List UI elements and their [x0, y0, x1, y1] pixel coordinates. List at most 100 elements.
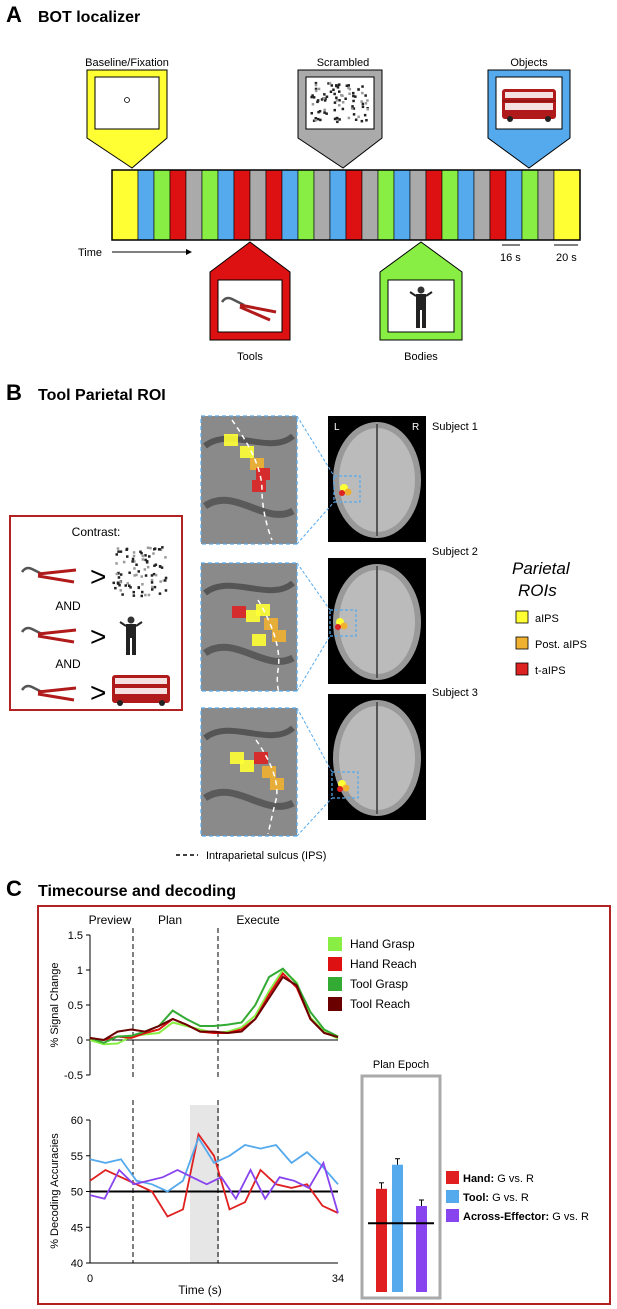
scramble-dot — [129, 586, 132, 589]
scale-20-label: 20 s — [556, 252, 577, 264]
decoding-ytick-label: 55 — [71, 1151, 83, 1163]
scramble-dot — [154, 563, 158, 566]
scramble-dot — [347, 116, 351, 120]
scramble-dot — [312, 96, 316, 99]
scramble-dot — [333, 101, 337, 104]
scramble-dot — [311, 94, 314, 97]
scramble-dot — [164, 576, 168, 580]
block-bodies — [441, 169, 459, 241]
scrambled-image-row1 — [112, 546, 168, 598]
scramble-dot — [121, 593, 124, 596]
scramble-dot — [361, 85, 364, 88]
panel-a-title: BOT localizer — [38, 9, 140, 26]
scramble-dot — [160, 566, 164, 569]
panel-a-letter: A — [6, 2, 22, 27]
gt-symbol-1: > — [90, 561, 106, 592]
slice-roi — [340, 622, 348, 630]
scramble-dot — [336, 86, 340, 89]
scramble-dot — [319, 118, 322, 122]
scramble-dot — [159, 580, 162, 583]
scramble-dot — [347, 84, 350, 87]
connector-line — [296, 797, 333, 837]
signal-ytick-label: 1.5 — [68, 930, 83, 942]
panel-c-title: Timecourse and decoding — [38, 883, 236, 900]
scramble-dot — [314, 83, 318, 87]
scramble-dot — [338, 90, 341, 93]
baseline-label: Baseline/Fixation — [85, 57, 169, 69]
block-bodies — [297, 169, 315, 241]
legend-hand-reach: Hand Reach — [350, 957, 417, 971]
scramble-dot — [116, 547, 120, 550]
scramble-dot — [352, 113, 356, 116]
scramble-dot — [128, 571, 131, 574]
hemisphere-right: R — [412, 422, 419, 433]
scramble-dot — [117, 576, 121, 579]
scramble-dot — [158, 565, 162, 568]
scramble-dot — [146, 546, 150, 549]
scramble-dot — [341, 101, 345, 104]
block-scrambled — [249, 169, 267, 241]
scramble-dot — [354, 95, 357, 98]
scramble-dot — [158, 548, 161, 551]
pliers-image-a — [220, 296, 277, 322]
body-image-a — [409, 286, 433, 328]
scramble-dot — [147, 593, 151, 597]
legend-swatch-t-aips — [515, 662, 529, 676]
scramble-dot — [333, 117, 337, 121]
block-baseline — [111, 169, 139, 241]
scramble-dot — [357, 88, 360, 91]
gyrus-texture — [203, 496, 295, 518]
scramble-dot — [366, 99, 369, 102]
scramble-dot — [141, 590, 144, 594]
scramble-dot — [361, 102, 365, 106]
scramble-dot — [314, 89, 318, 93]
scramble-dot — [318, 110, 322, 113]
connector-line — [296, 501, 335, 545]
connector-line — [296, 415, 335, 477]
scramble-dot — [314, 81, 318, 85]
legend-tool-label: Tool: G vs. R — [463, 1192, 529, 1204]
block-objects — [329, 169, 347, 241]
block-tools — [345, 169, 363, 241]
scramble-dot — [140, 594, 143, 598]
epoch-bar-hand — [376, 1188, 387, 1292]
gyrus-texture — [203, 643, 295, 665]
scramble-dot — [332, 88, 335, 91]
decoding-xtick-label: 34 — [332, 1273, 344, 1285]
pliers-image-row1 — [20, 566, 77, 584]
scramble-dot — [352, 107, 356, 110]
scramble-dot — [322, 97, 326, 100]
block-tools — [265, 169, 283, 241]
scramble-dot — [126, 555, 129, 558]
scramble-dot — [132, 551, 136, 554]
scramble-dot — [360, 100, 363, 103]
scramble-dot — [133, 560, 136, 563]
scramble-dot — [144, 554, 147, 557]
scramble-dot — [148, 555, 151, 558]
scramble-dot — [314, 87, 318, 91]
scramble-dot — [153, 585, 157, 589]
scramble-dot — [360, 119, 364, 123]
scramble-dot — [125, 547, 129, 551]
decoding-legend: Hand: G vs. R Tool: G vs. R Across-Effec… — [446, 1171, 589, 1223]
legend-swatch-post-aips — [515, 636, 529, 650]
legend-swatch-hand-reach — [328, 957, 342, 971]
slice-roi — [339, 490, 345, 496]
scramble-dot — [333, 92, 336, 96]
scramble-dot — [141, 583, 144, 586]
legend-swatch-tool-reach — [328, 997, 342, 1011]
roi-voxel — [252, 634, 266, 646]
scramble-dot — [124, 584, 127, 587]
legend-swatch-across — [446, 1209, 459, 1222]
legend-swatch-hand — [446, 1171, 459, 1184]
scramble-dot — [164, 556, 167, 559]
scramble-dot — [316, 100, 319, 104]
signal-line-tool-grasp — [89, 967, 339, 1044]
and-label-2: AND — [55, 657, 81, 671]
scramble-dot — [352, 91, 355, 95]
legend-swatch-hand-grasp — [328, 937, 342, 951]
scramble-dot — [365, 119, 368, 122]
scramble-dot — [133, 574, 136, 577]
block-bodies — [377, 169, 395, 241]
